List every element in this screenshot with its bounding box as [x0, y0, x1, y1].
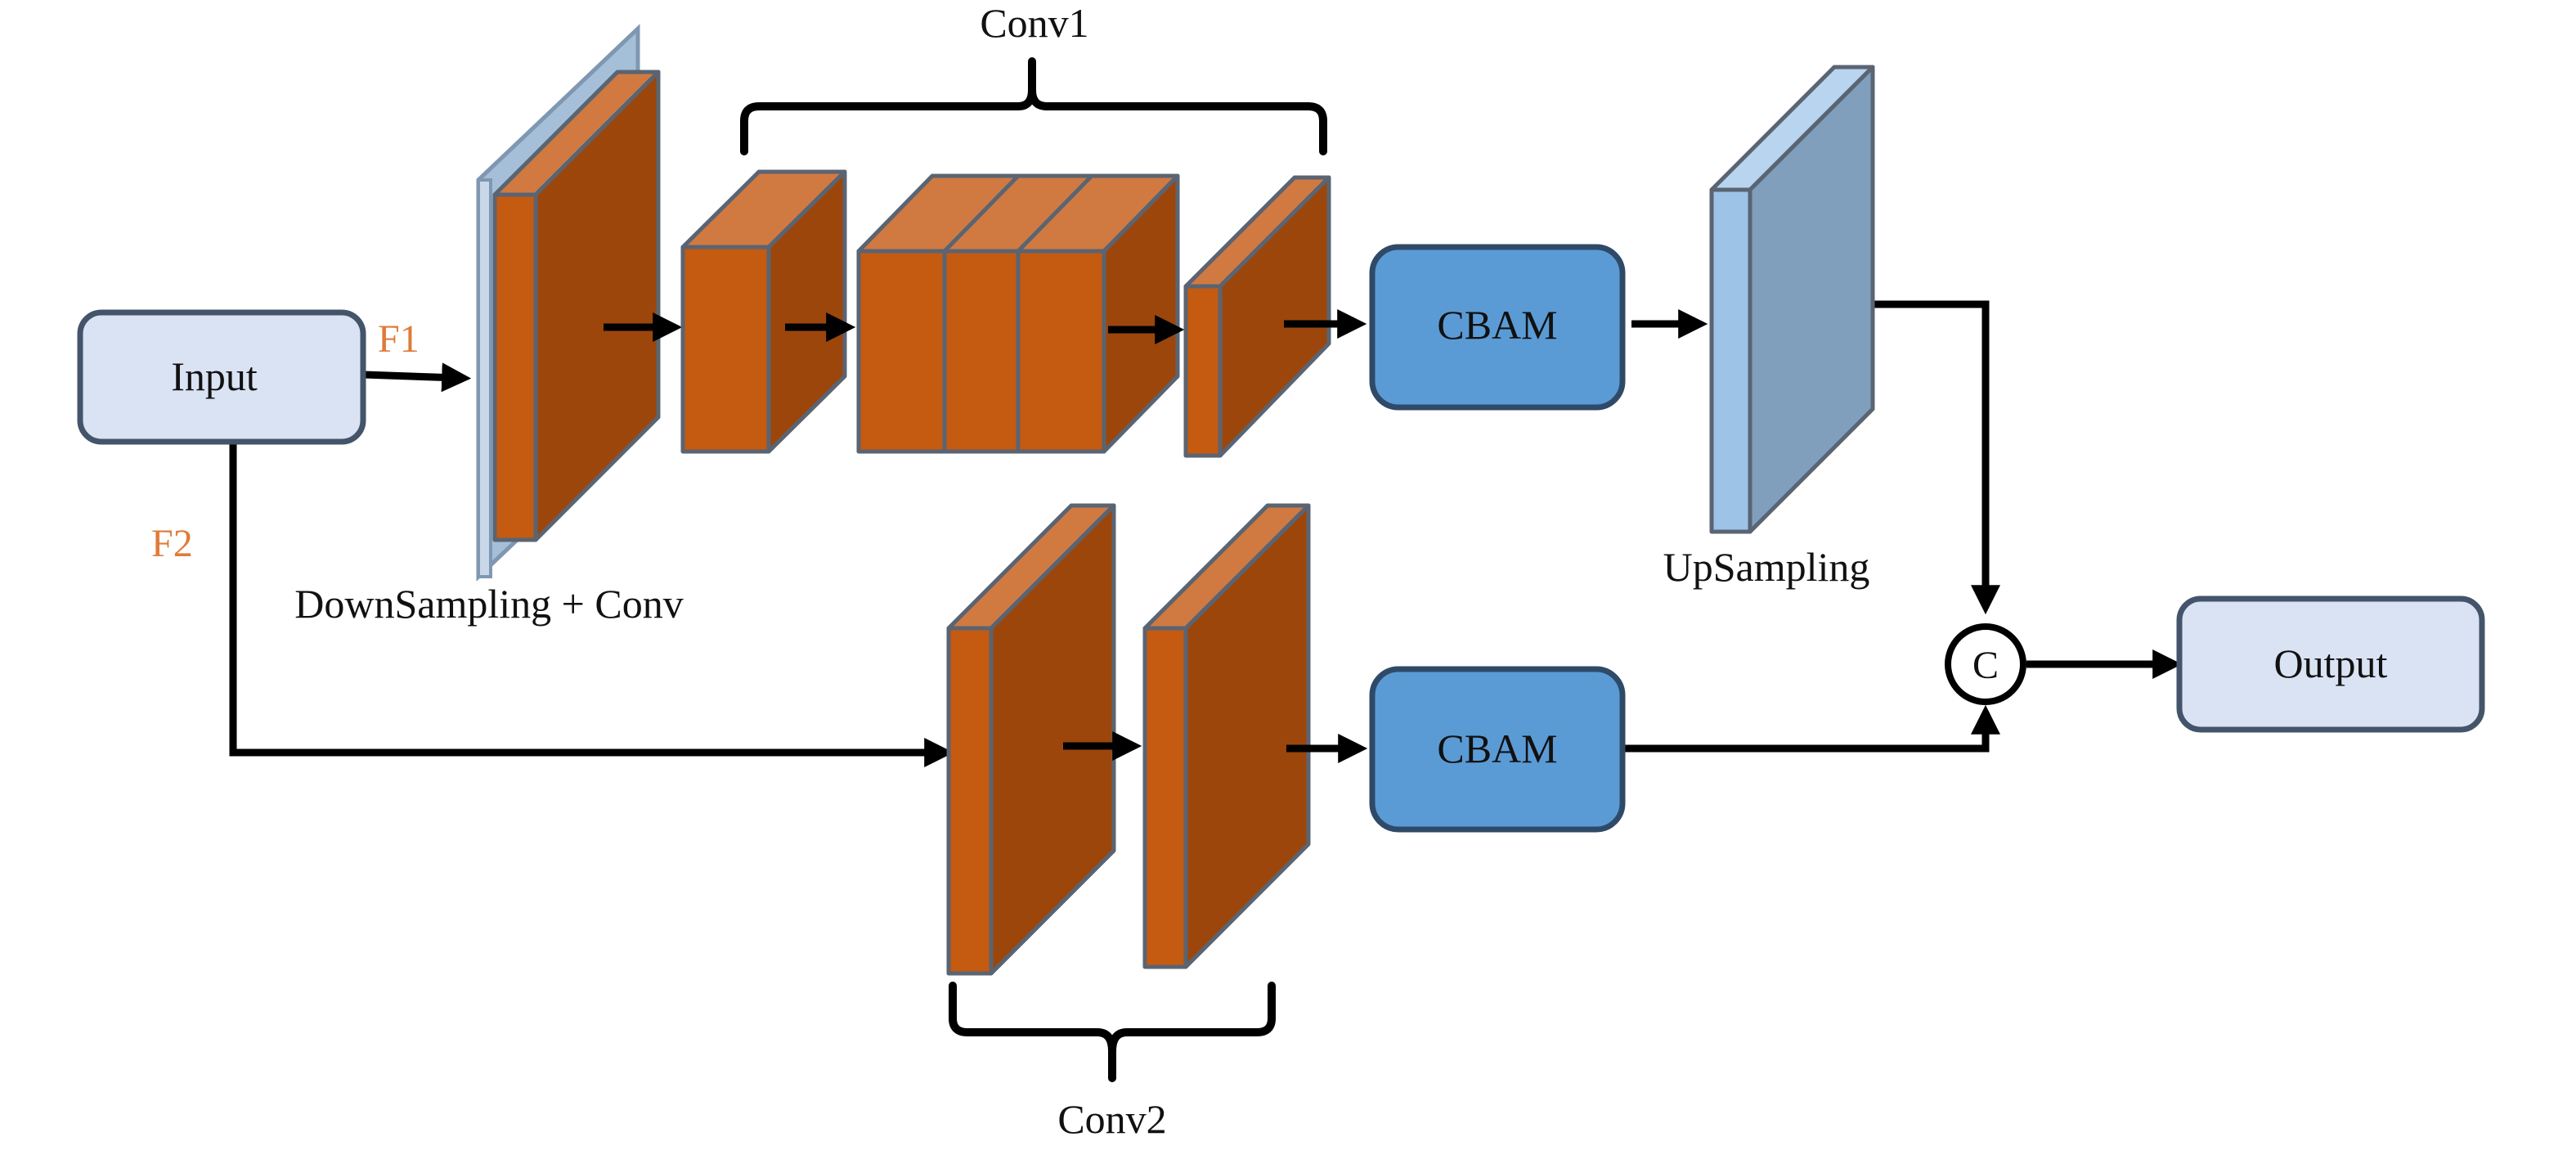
- input-box: Input: [77, 309, 366, 445]
- cbam-top-box: CBAM: [1369, 244, 1626, 411]
- conv1-brace: [740, 57, 1327, 155]
- output-label: Output: [2274, 640, 2388, 686]
- f2-path: [229, 442, 954, 767]
- f1-arrow: [363, 362, 472, 393]
- conv2-label: Conv2: [1057, 1096, 1166, 1142]
- cbam-bottom-box: CBAM: [1369, 666, 1626, 833]
- input-label: Input: [171, 353, 258, 399]
- conv1-block-1: [680, 169, 847, 454]
- conv2-brace: [949, 982, 1276, 1082]
- output-box: Output: [2176, 595, 2485, 733]
- downsampling-label: DownSampling + Conv: [294, 581, 683, 627]
- conv2-block-2: [1142, 503, 1311, 969]
- conv2-block-1: [946, 503, 1116, 976]
- downsampling-block: [476, 24, 661, 582]
- conv1-block-2: [856, 173, 1180, 454]
- f1-label: F1: [378, 317, 420, 361]
- upsampling-block: [1709, 65, 1875, 534]
- upsampling-label: UpSampling: [1663, 544, 1870, 590]
- conv1-block-3: [1183, 175, 1331, 458]
- concat-node: C: [1945, 623, 2026, 705]
- concat-label: C: [1972, 644, 1999, 687]
- f2-label: F2: [151, 522, 193, 565]
- cbam-bottom-to-concat-path: [1623, 704, 2000, 753]
- cbam-top-label: CBAM: [1437, 302, 1557, 348]
- conv1-label: Conv1: [980, 0, 1088, 46]
- cbam-bottom-label: CBAM: [1437, 726, 1557, 771]
